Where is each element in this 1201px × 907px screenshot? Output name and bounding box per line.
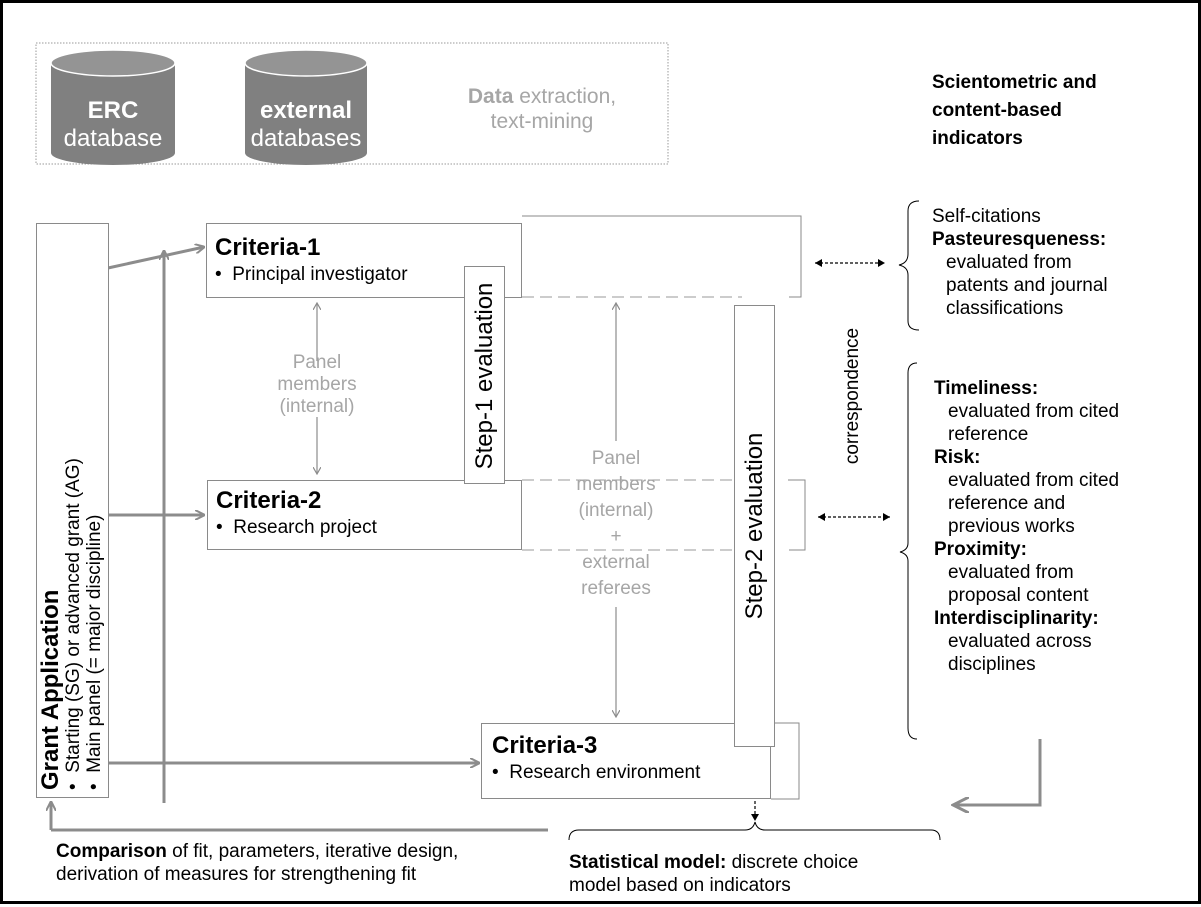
grant-application-box (36, 223, 109, 798)
data-extraction-label: Data extraction, text-mining (467, 85, 617, 133)
erc-database-label: ERC database (63, 97, 163, 152)
external-databases-label: external databases (250, 97, 362, 152)
indicators-header: Scientometric and content-based indicato… (932, 72, 1097, 149)
grant-application-text: Grant Application • Starting (SG) or adv… (37, 458, 105, 790)
step2-evaluation-label: Step-2 evaluation (741, 432, 768, 620)
step2-outline-bottom (771, 722, 800, 800)
criteria-2-box: Criteria-2 • Research project (207, 480, 522, 550)
erc-database-cylinder (50, 49, 176, 165)
correspondence-label: correspondence (842, 327, 863, 465)
panel-members-internal: Panel members (internal) (277, 352, 357, 417)
return-arrow (953, 739, 1042, 805)
indicators-group: Timeliness: evaluated from cited referen… (934, 378, 1120, 675)
arrow-to-criteria1 (107, 247, 204, 270)
brace-statistical (568, 821, 941, 841)
brace-self-citations (898, 200, 920, 331)
step2-outline-mid (788, 479, 806, 551)
external-database-cylinder (244, 49, 368, 165)
comparison-text: Comparison of fit, parameters, iterative… (56, 841, 459, 885)
step2-outline-top (522, 215, 802, 298)
self-citations-group: Self-citations Pasteuresqueness: evaluat… (932, 206, 1108, 319)
panel-members-external: Panel members (internal) + external refe… (576, 448, 656, 599)
step1-evaluation-label: Step-1 evaluation (471, 282, 498, 470)
statistical-model-text: Statistical model: discrete choice model… (569, 852, 859, 896)
brace-indicators (899, 362, 918, 740)
step1-evaluation-box (464, 266, 505, 484)
data-section-box (35, 42, 669, 165)
diagram-connectors (35, 42, 1042, 841)
step2-evaluation-box (734, 305, 775, 747)
criteria-3-box: Criteria-3 • Research environment (481, 723, 771, 799)
